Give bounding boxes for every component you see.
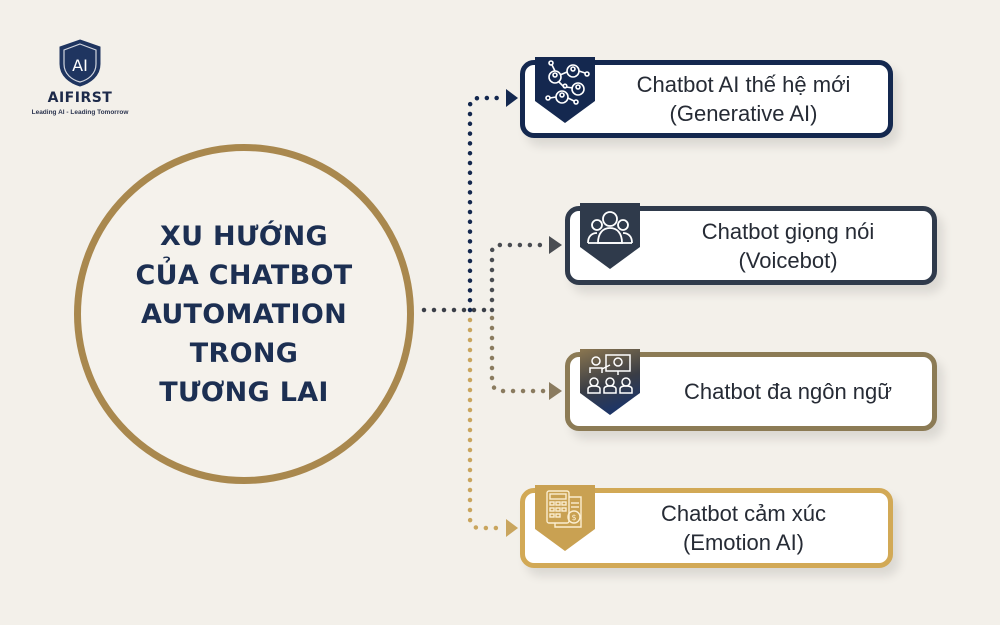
calculator-document-icon: $ <box>535 485 595 552</box>
card-label: Chatbot đa ngôn ngữ <box>683 379 892 404</box>
presentation-audience-icon <box>580 349 640 416</box>
logo-tagline: Leading AI - Leading Tomorrow <box>31 109 129 116</box>
card-label: Chatbot giọng nói (Voicebot) <box>701 218 875 273</box>
trend-card-multilingual: Chatbot đa ngôn ngữ <box>565 349 937 431</box>
aifirst-logo: AI AIFIRST Leading AI - Leading Tomorrow <box>20 38 140 116</box>
arrowhead-icon <box>506 89 518 107</box>
trend-card-emotion-ai: $ Chatbot cảm xúc (Emotion AI) <box>520 485 893 568</box>
svg-text:$: $ <box>571 513 576 522</box>
card-label: Chatbot cảm xúc (Emotion AI) <box>660 501 827 555</box>
trend-card-voicebot: Chatbot giọng nói (Voicebot) <box>565 203 937 285</box>
arrowhead-icon <box>506 519 518 537</box>
network-people-icon <box>535 57 595 124</box>
svg-text:AI: AI <box>72 56 88 75</box>
arrowhead-icon <box>549 382 562 400</box>
central-topic-title: XU HƯỚNG CỦA CHATBOT AUTOMATION TRONG TƯ… <box>135 220 353 408</box>
arrowhead-icon <box>549 236 562 254</box>
trend-card-generative-ai: Chatbot AI thế hệ mới (Generative AI) <box>520 57 893 138</box>
shield-logo-icon: AI <box>59 39 101 87</box>
card-label: Chatbot AI thế hệ mới (Generative AI) <box>636 72 851 126</box>
central-topic-circle: XU HƯỚNG CỦA CHATBOT AUTOMATION TRONG TƯ… <box>74 144 414 484</box>
logo-name: AIFIRST <box>47 90 113 106</box>
people-group-icon <box>580 203 640 270</box>
